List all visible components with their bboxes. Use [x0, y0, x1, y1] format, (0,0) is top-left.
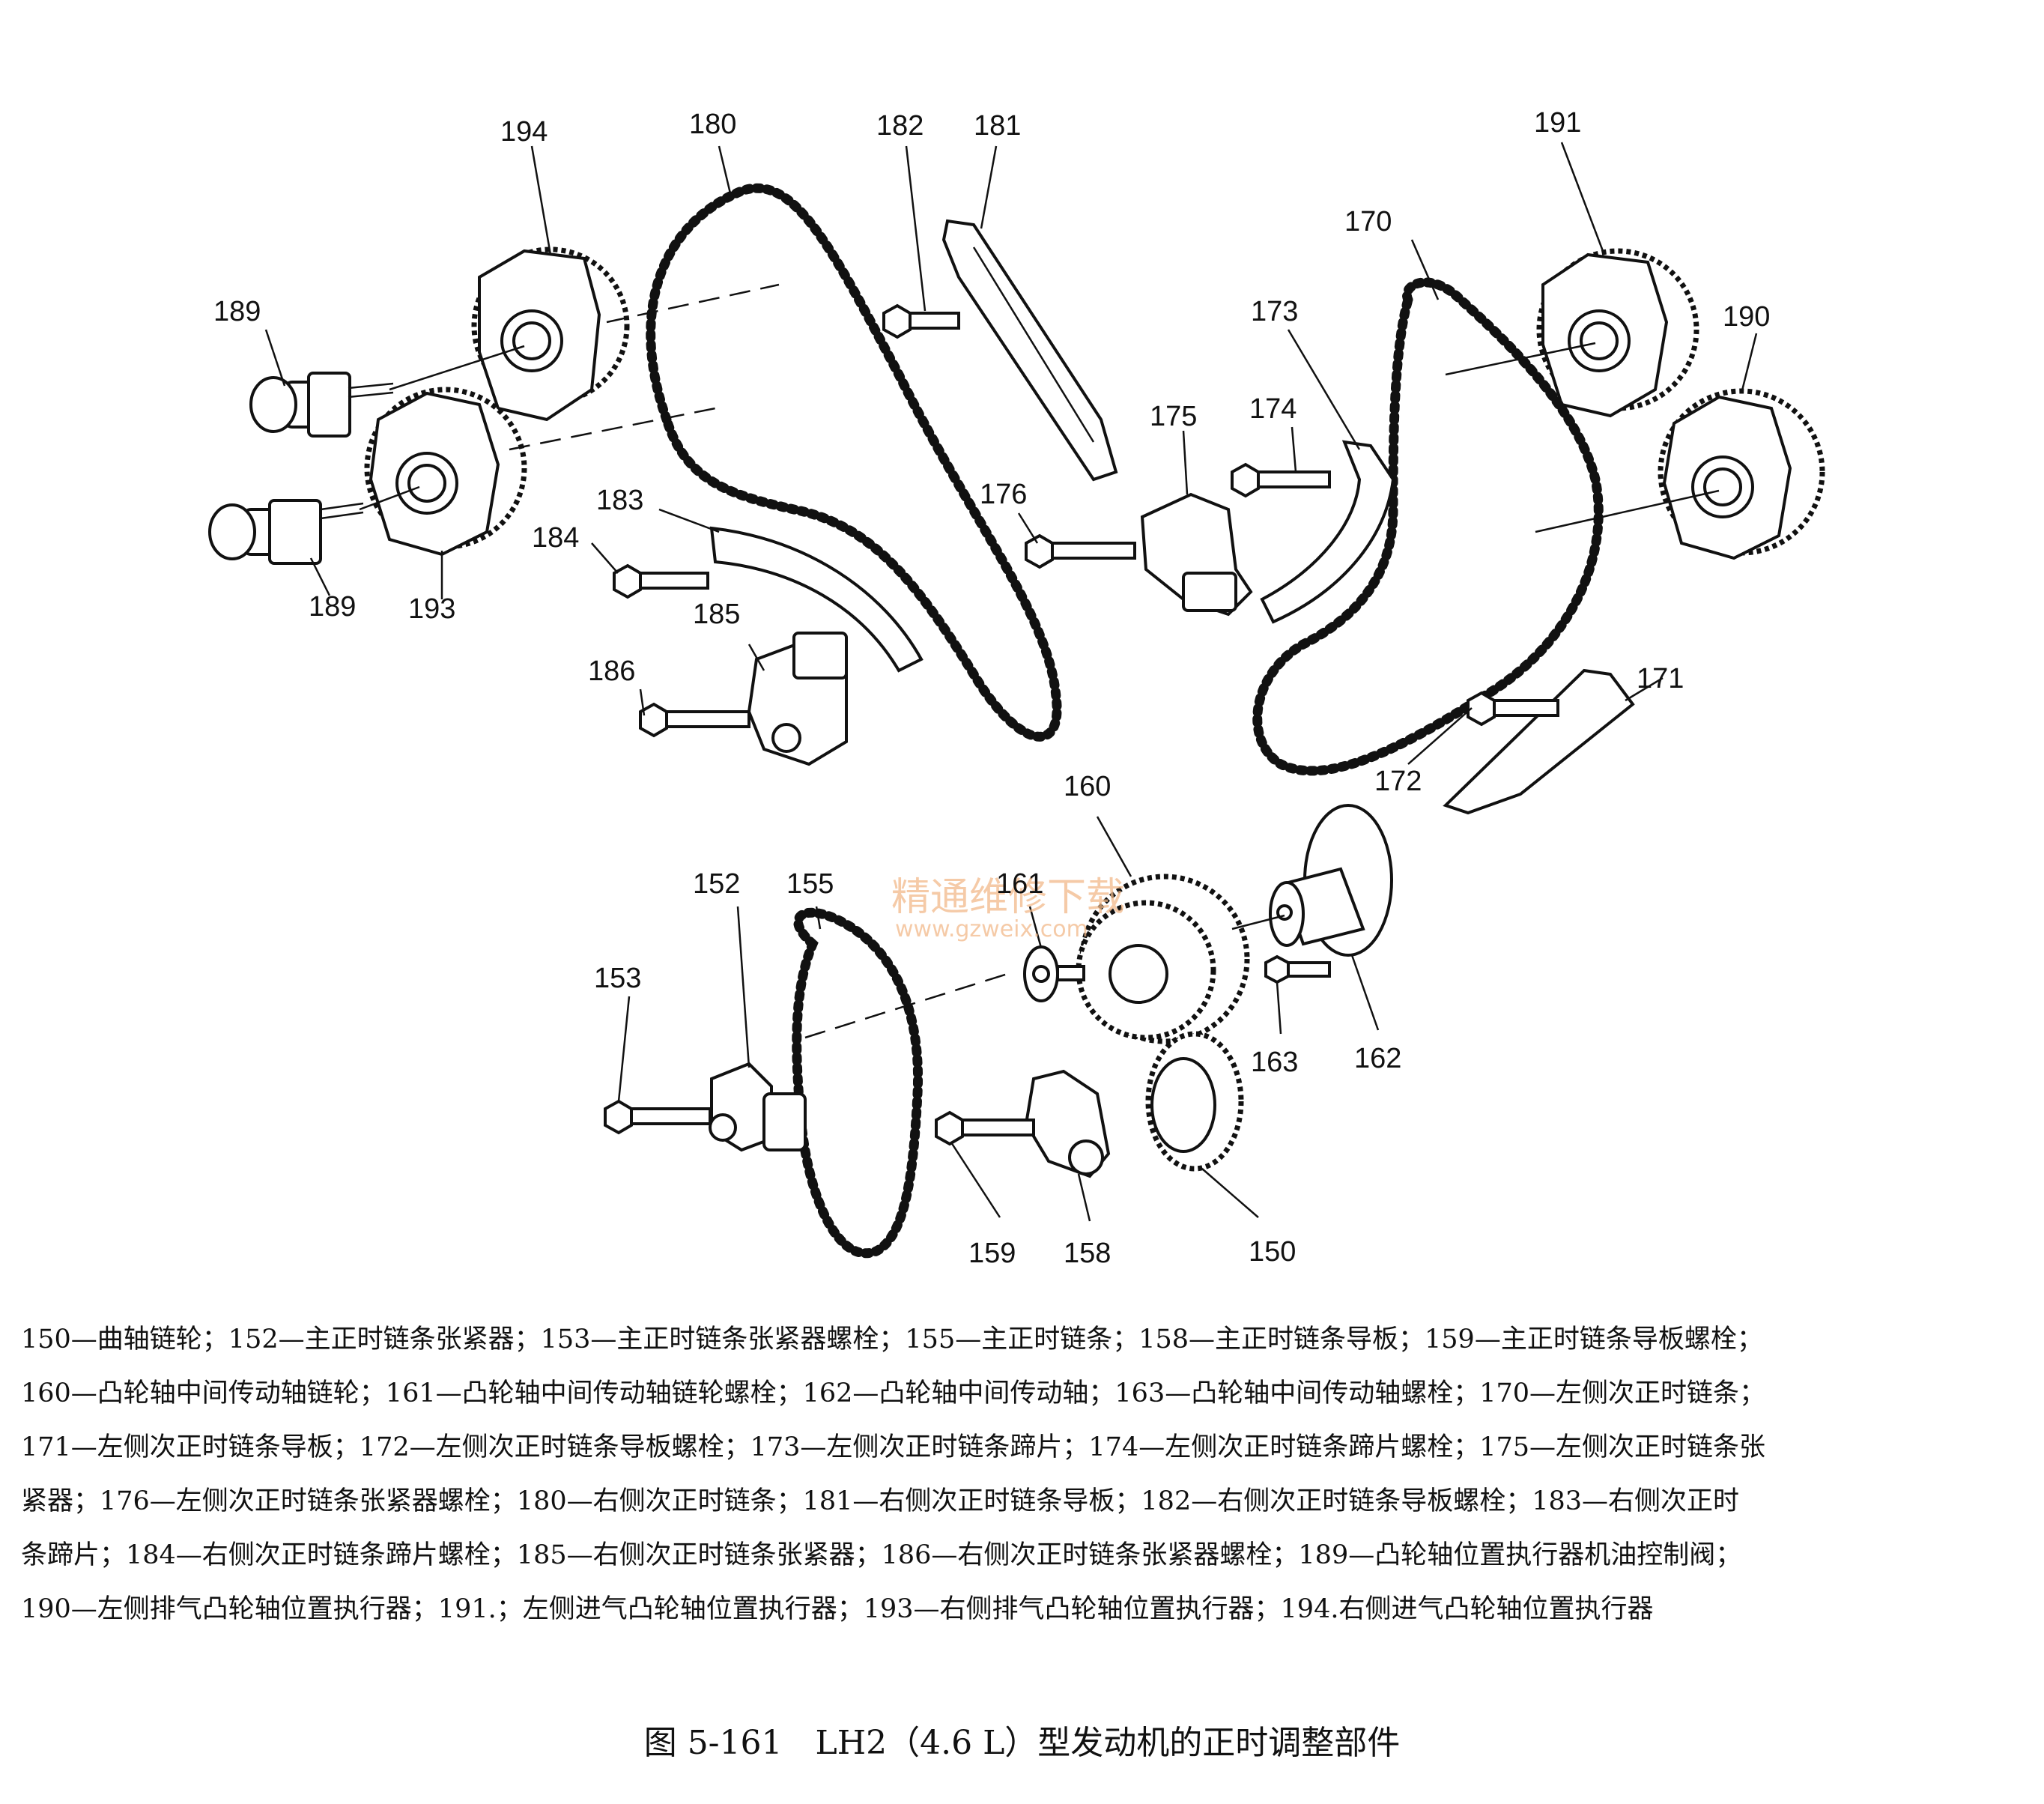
callout-label: 191 — [1534, 107, 1581, 139]
callout-label: 174 — [1249, 393, 1297, 425]
watermark-url: www.gzweix.com — [895, 916, 1088, 942]
right-chain-guide-181 — [941, 219, 1118, 482]
parts-legend: 150—曲轴链轮；152—主正时链条张紧器；153—主正时链条张紧器螺栓；155… — [21, 1313, 2036, 1636]
legend-line: 150—曲轴链轮；152—主正时链条张紧器；153—主正时链条张紧器螺栓；155… — [21, 1325, 1763, 1354]
callout-label: 176 — [980, 479, 1027, 510]
legend-line: 紧器；176—左侧次正时链条张紧器螺栓；180—右侧次正时链条；181—右侧次正… — [21, 1486, 1740, 1516]
timing-components-diagram: 精通维修下载 www.gzweix.com 194 180 182 181 19… — [208, 107, 1825, 1269]
left-chain-shoe-173 — [1260, 440, 1395, 624]
callout-label: 189 — [309, 591, 356, 623]
left-chain-tensioner-175 — [1140, 492, 1253, 617]
callout-label: 185 — [693, 599, 740, 630]
watermark-text: 精通维修下载 — [891, 875, 1125, 920]
camshaft-intermediate-sprocket-160 — [1076, 874, 1250, 1044]
left-exhaust-actuator-190 — [1658, 388, 1825, 560]
callout-label: 184 — [532, 522, 579, 554]
callout-label: 182 — [876, 110, 924, 142]
callout-label: 180 — [689, 109, 736, 140]
callout-label: 173 — [1251, 296, 1298, 327]
callout-label: 194 — [500, 116, 548, 148]
primary-tensioner-bolt-153 — [604, 1099, 712, 1135]
callout-label: 162 — [1354, 1043, 1401, 1074]
right-chain-tensioner-185 — [747, 632, 848, 766]
callout-label: 183 — [596, 485, 643, 516]
leader-lines — [264, 142, 1758, 1222]
left-guide-bolt-172 — [1467, 691, 1559, 727]
left-chain-guide-171 — [1443, 668, 1635, 815]
legend-line: 160—凸轮轴中间传动轴链轮；161—凸轮轴中间传动轴链轮螺栓；162—凸轮轴中… — [21, 1378, 1766, 1408]
callout-label: 158 — [1064, 1238, 1111, 1269]
primary-guide-bolt-159 — [935, 1110, 1035, 1146]
callout-label: 171 — [1637, 663, 1684, 694]
right-guide-bolt-182 — [882, 303, 960, 339]
figure-caption: 图 5-161 LH2（4.6 L）型发动机的正时调整部件 — [643, 1724, 1401, 1762]
callout-label: 163 — [1251, 1047, 1298, 1078]
intermediate-shaft-bolt-163 — [1264, 954, 1331, 984]
callout-label: 161 — [996, 868, 1043, 900]
callout-label: 193 — [408, 593, 455, 625]
right-secondary-chain-180 — [646, 183, 1062, 742]
primary-chain-guide-158 — [1024, 1069, 1111, 1178]
right-tensioner-bolt-186 — [639, 702, 750, 738]
callout-label: 155 — [786, 868, 834, 900]
callout-labels: 194 180 182 181 191 170 173 190 189 189 … — [213, 107, 1770, 1269]
oil-control-valve-189-lower — [208, 499, 364, 565]
sprocket-bolt-161 — [1023, 945, 1085, 1002]
legend-line: 171—左侧次正时链条导板；172—左侧次正时链条导板螺栓；173—左侧次正时链… — [21, 1432, 1766, 1462]
callout-label: 150 — [1249, 1236, 1296, 1268]
legend-line: 条蹄片；184—右侧次正时链条蹄片螺栓；185—右侧次正时链条张紧器；186—右… — [21, 1540, 1742, 1570]
camshaft-intermediate-shaft-162 — [1269, 804, 1393, 957]
callout-label: 189 — [213, 296, 261, 327]
callout-label: 190 — [1723, 301, 1770, 333]
callout-label: 172 — [1374, 766, 1422, 797]
left-tensioner-bolt-176 — [1025, 533, 1136, 569]
callout-label: 153 — [594, 963, 641, 994]
callout-label: 186 — [588, 656, 635, 687]
callout-label: 181 — [974, 110, 1021, 142]
callout-label: 159 — [968, 1238, 1016, 1269]
watermark: 精通维修下载 www.gzweix.com — [891, 875, 1125, 942]
left-intake-actuator-191 — [1536, 248, 1699, 418]
primary-timing-chain-155 — [792, 907, 924, 1259]
right-exhaust-actuator-193 — [364, 387, 527, 557]
right-shoe-bolt-184 — [613, 563, 709, 599]
oil-control-valve-189-upper — [249, 372, 394, 438]
left-secondary-chain-170 — [1252, 277, 1604, 776]
right-chain-shoe-183 — [709, 526, 924, 673]
callout-label: 170 — [1344, 206, 1392, 237]
crankshaft-sprocket-150 — [1145, 1031, 1244, 1172]
left-shoe-bolt-174 — [1231, 462, 1331, 498]
right-intake-actuator-194 — [471, 246, 630, 422]
callout-label: 175 — [1150, 401, 1197, 432]
callout-label: 160 — [1064, 771, 1111, 802]
primary-chain-tensioner-152 — [709, 1062, 807, 1152]
legend-line: 190—左侧排气凸轮轴位置执行器；191.；左侧进气凸轮轴位置执行器；193—右… — [21, 1594, 1654, 1624]
callout-label: 152 — [693, 868, 740, 900]
